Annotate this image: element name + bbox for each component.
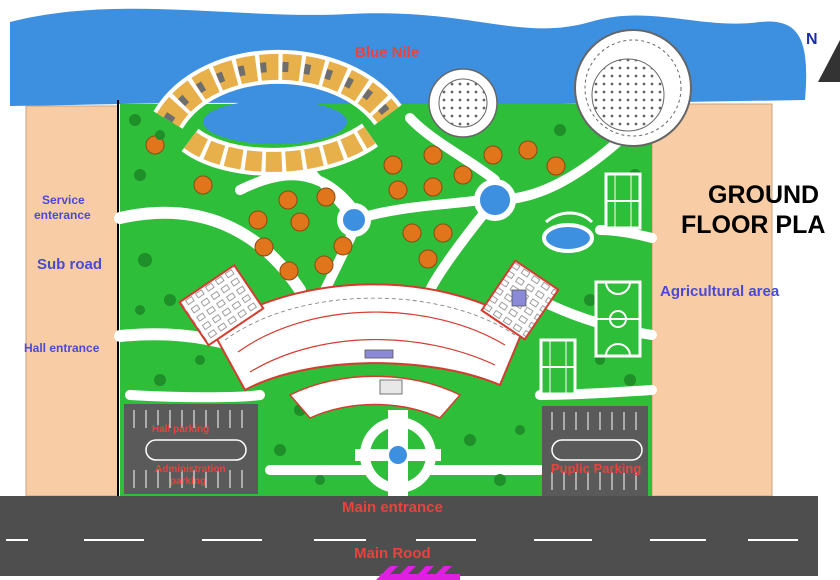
tennis-court-2 — [539, 338, 577, 396]
riverside-chalets — [153, 49, 402, 176]
hall-parking-lot — [124, 404, 258, 494]
pond-circle-1 — [337, 203, 371, 237]
swimming-pool — [542, 223, 594, 253]
public-parking-lot — [542, 406, 648, 496]
pond-circle-2 — [474, 179, 516, 221]
round-pavilion-1 — [428, 68, 498, 138]
road-accent — [376, 566, 460, 580]
tennis-court-1 — [604, 172, 642, 230]
main-road — [0, 496, 818, 576]
basketball-court — [594, 280, 642, 358]
trees — [145, 135, 566, 281]
sub-road-strip — [25, 105, 119, 497]
agricultural-strip — [651, 103, 773, 497]
round-pavilion-2 — [574, 29, 692, 147]
bushes — [129, 104, 641, 486]
north-arrow-icon — [818, 40, 840, 82]
entrance-plaza — [355, 410, 441, 500]
main-building — [178, 259, 560, 419]
